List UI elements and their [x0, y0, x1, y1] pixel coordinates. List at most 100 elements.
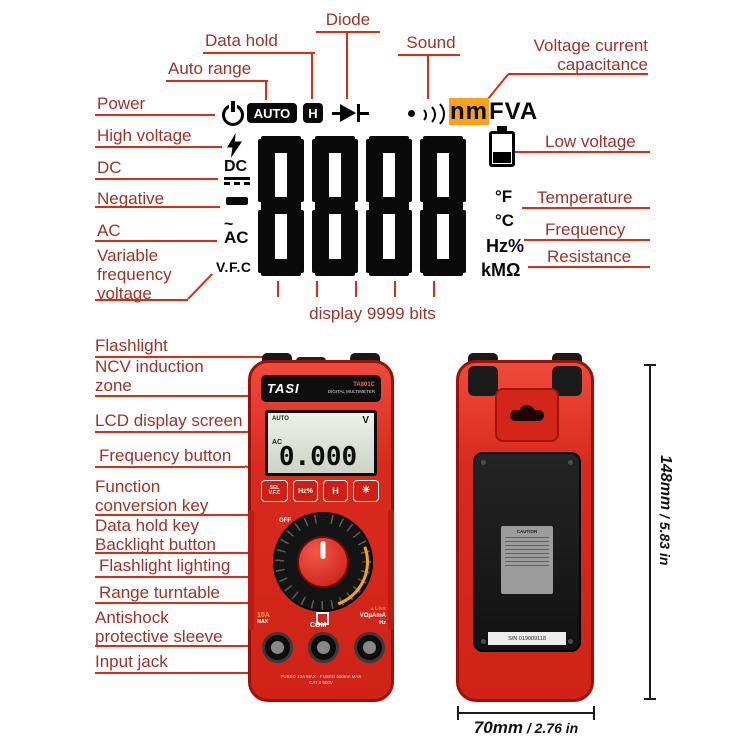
leader-line	[95, 395, 268, 397]
sel-label: SEL	[269, 485, 280, 491]
leader-line	[95, 514, 250, 516]
label-line: Backlight button	[95, 535, 216, 555]
leader-line	[95, 206, 220, 208]
input-jack-com[interactable]	[308, 632, 339, 663]
lcd-reading: 0.000	[278, 442, 358, 472]
leader-line	[203, 52, 315, 54]
multimeter-back-view: CAUTION S/N 019009118	[456, 353, 594, 702]
label-line: voltage	[97, 284, 152, 304]
leader-line	[95, 602, 290, 604]
flashlight-button[interactable]: ☀	[353, 480, 379, 502]
hold-label: H	[332, 485, 339, 496]
input-jack-v[interactable]	[354, 632, 385, 663]
label-antishock-sleeve: Antishock protective sleeve	[95, 608, 223, 646]
dimension-line-height	[649, 364, 651, 700]
label-range-turntable: Range turntable	[99, 583, 220, 602]
leader-line	[508, 73, 648, 75]
leader-line	[522, 207, 650, 209]
label-line: conversion key	[95, 496, 209, 516]
label-voltage-current-capacitance: Voltage current capacitance	[500, 36, 648, 74]
leader-line	[187, 273, 214, 300]
brand-header: TASI TA801C DIGITAL MULTIMETER	[261, 375, 381, 402]
auto-badge: AUTO	[247, 103, 297, 123]
label-dc: DC	[97, 158, 122, 177]
leader-line	[346, 33, 348, 99]
jack-v-label: ▲Live VΩµAmA Hz	[344, 606, 386, 626]
label-line: capacitance	[557, 55, 648, 75]
label-flashlight-lighting: Flashlight lighting	[99, 556, 231, 575]
leader-line	[398, 54, 460, 56]
leader-line	[528, 266, 650, 268]
input-jack-10a[interactable]	[262, 632, 293, 663]
label-low-voltage: Low voltage	[545, 132, 636, 151]
hanger-mount	[495, 388, 559, 442]
label-input-jack: Input jack	[95, 652, 168, 671]
dial-knob[interactable]	[297, 536, 349, 588]
label-line: protective sleeve	[95, 627, 223, 647]
width-mm: 70mm	[473, 718, 523, 737]
height-mm: 148mm	[657, 455, 674, 511]
label-line: Function	[95, 477, 161, 496]
leader-line	[95, 178, 218, 180]
label-line: zone	[95, 376, 132, 396]
label-diode: Diode	[325, 10, 371, 29]
units-fva: FVA	[489, 98, 539, 125]
label-negative: Negative	[97, 189, 165, 208]
label-live: ▲Live	[369, 606, 386, 612]
sel-vfc-button[interactable]: SEL V.F.C	[261, 480, 288, 502]
tick-line	[394, 281, 396, 297]
dimension-cap	[644, 698, 656, 700]
data-hold-button[interactable]: H	[323, 480, 348, 502]
ac-tilde: ~	[224, 216, 234, 233]
label-line: frequency	[97, 265, 172, 285]
caution-title: CAUTION	[516, 529, 538, 534]
tick-line	[355, 281, 357, 297]
label-line: Variable	[97, 246, 159, 265]
cat-line: CAT.II 600V	[309, 680, 333, 686]
leader-line	[95, 552, 262, 554]
label-variable-frequency-voltage: Variable frequency voltage	[97, 246, 172, 303]
height-dimension-label: 148mm / 5.83 in	[656, 455, 674, 565]
lcd-unit: V	[362, 415, 369, 426]
width-in: / 2.76 in	[522, 720, 579, 736]
lcd-digit	[420, 136, 466, 276]
model-subtitle: DIGITAL MULTIMETER	[327, 389, 375, 395]
caution-sticker: CAUTION	[501, 526, 553, 594]
width-dimension-label: 70mm / 2.76 in	[436, 718, 616, 738]
probe-well	[468, 366, 498, 396]
ac-symbol: ~ AC	[224, 216, 249, 248]
label-ac: AC	[97, 221, 121, 240]
label-frequency: Frequency	[545, 220, 626, 239]
lcd-ac-indicator: AC	[272, 439, 283, 446]
display-bits-caption: display 9999 bits	[309, 304, 436, 323]
leader-line	[265, 82, 267, 100]
hz-percent-button[interactable]: Hz%	[293, 480, 318, 502]
label-data-hold: Data hold	[205, 31, 278, 50]
lcd-auto-indicator: AUTO	[272, 416, 289, 422]
panel-square-mark	[316, 612, 329, 625]
unit-degf: °F	[495, 187, 513, 206]
leader-line	[95, 146, 222, 148]
keyhole-slot	[510, 410, 544, 421]
label-line: Voltage current	[533, 36, 648, 55]
leader-line	[95, 356, 291, 358]
leader-line	[95, 114, 215, 116]
brand-logo: TASI	[267, 381, 300, 396]
leader-line	[95, 431, 272, 433]
label-max: MAX	[257, 619, 269, 626]
ac-text: AC	[224, 228, 249, 248]
dc-text: DC	[224, 158, 248, 175]
label-ncv-zone: NCV induction zone	[95, 357, 204, 395]
leader-line	[487, 73, 509, 100]
vfc-symbol: V.F.C	[216, 259, 252, 275]
leader-line	[515, 151, 650, 153]
range-dial[interactable]	[273, 512, 373, 612]
unit-degc: °C	[495, 211, 515, 230]
leader-line	[524, 239, 650, 241]
label-power: Power	[97, 94, 146, 113]
leader-line	[316, 31, 380, 33]
dial-off-label: OFF	[279, 518, 291, 524]
tick-line	[277, 281, 279, 297]
label-frequency-button: Frequency button	[99, 446, 232, 465]
